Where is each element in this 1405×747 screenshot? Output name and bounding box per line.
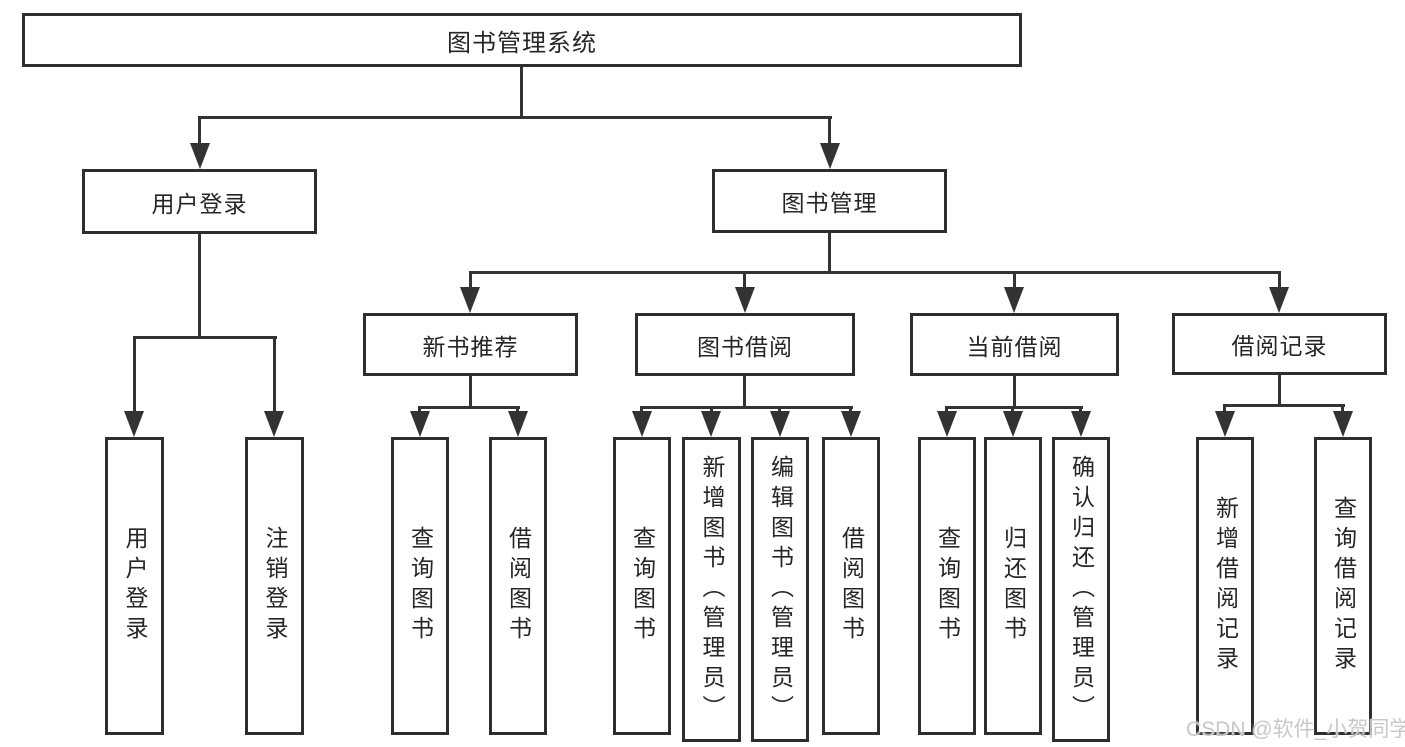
node-book-borrowing: 图书借阅 [635,313,855,376]
leaf-borrow-books-recommend: 借阅图书 [489,437,547,735]
leaf-label: 借阅图书 [505,526,532,646]
connector-line [520,67,523,118]
node-label: 图书管理系统 [447,29,597,57]
connector-line [198,234,201,338]
connector-line [945,406,1083,409]
connector-line [198,116,832,119]
arrow-down-icon [264,411,284,437]
arrow-down-icon [1003,411,1023,437]
node-book-management: 图书管理 [712,169,947,233]
leaf-query-books-current: 查询图书 [918,437,976,735]
node-label: 图书管理 [781,190,878,216]
node-user-login: 用户登录 [82,169,317,234]
arrow-down-icon [632,411,652,437]
leaf-label: 归还图书 [1000,526,1027,646]
connector-line [849,406,852,414]
leaf-label: 查询图书 [407,526,434,646]
node-borrowing-records: 借阅记录 [1172,313,1387,375]
leaf-add-book-admin: 新增图书（管理员） [682,437,741,742]
connector-line [1278,271,1281,289]
leaf-label: 新增图书（管理员） [699,454,725,725]
connector-line [469,376,472,409]
connector-line [778,406,781,414]
arrow-down-icon [1004,287,1024,313]
connector-line [640,406,643,414]
leaf-query-borrow-record: 查询借阅记录 [1314,437,1372,735]
connector-line [828,116,831,146]
arrow-down-icon [937,411,957,437]
connector-line [418,406,421,414]
arrow-down-icon [1269,287,1289,313]
leaf-label: 查询图书 [934,526,961,646]
arrow-down-icon [841,411,861,437]
leaf-label: 查询图书 [629,526,656,646]
leaf-edit-book-admin: 编辑图书（管理员） [751,437,809,742]
connector-line [198,116,201,146]
arrow-down-icon [1333,411,1353,437]
csdn-watermark: CSDN @软件_小贺同学 [1186,718,1405,741]
node-label: 借阅记录 [1231,333,1328,359]
connector-line [1079,406,1082,414]
leaf-query-books-recommend: 查询图书 [391,437,449,735]
node-label: 新书推荐 [422,333,519,360]
arrow-down-icon [1215,411,1235,437]
node-label: 当前借阅 [966,333,1063,360]
arrow-down-icon [124,411,144,437]
connector-line [273,336,276,414]
leaf-label: 确认归还（管理员） [1068,454,1095,725]
leaf-logout: 注销登录 [245,437,304,735]
leaf-add-borrow-record: 新增借阅记录 [1196,437,1254,735]
connector-line [1013,376,1016,409]
node-label: 用户登录 [151,190,248,217]
leaf-label: 编辑图书（管理员） [767,454,794,725]
leaf-return-books: 归还图书 [984,437,1042,735]
connector-line [469,271,472,289]
leaf-query-books-borrowing: 查询图书 [613,437,671,735]
node-library-management-system: 图书管理系统 [22,13,1022,67]
connector-line [1223,404,1345,407]
connector-line [710,406,713,414]
node-label: 图书借阅 [697,333,793,360]
connector-line [1011,406,1014,414]
leaf-borrow-books-borrowing: 借阅图书 [822,437,880,735]
connector-line [133,336,136,414]
connector-line [1013,271,1016,289]
connector-line [743,376,746,409]
arrow-down-icon [460,287,480,313]
arrow-down-icon [701,411,721,437]
connector-line [743,271,746,289]
connector-line [516,406,519,414]
connector-line [1223,404,1226,414]
connector-line [469,271,1281,274]
leaf-label: 新增借阅记录 [1212,496,1239,676]
leaf-label: 查询借阅记录 [1330,496,1357,676]
arrow-down-icon [410,411,430,437]
arrow-down-icon [770,411,790,437]
node-new-book-recommend: 新书推荐 [363,313,578,376]
connector-line [828,233,831,273]
connector-line [1278,375,1281,406]
node-current-borrowing: 当前借阅 [910,313,1119,376]
leaf-label: 注销登录 [262,526,288,646]
leaf-user-login: 用户登录 [105,437,164,735]
connector-line [640,406,853,409]
connector-line [418,406,520,409]
connector-line [1341,404,1344,414]
arrow-down-icon [820,143,840,169]
arrow-down-icon [735,287,755,313]
arrow-down-icon [1071,411,1091,437]
leaf-confirm-return-admin: 确认归还（管理员） [1052,437,1110,742]
leaf-label: 借阅图书 [838,526,865,646]
connector-line [945,406,948,414]
leaf-label: 用户登录 [122,526,148,646]
connector-line [133,336,277,339]
arrow-down-icon [190,143,210,169]
arrow-down-icon [508,411,528,437]
